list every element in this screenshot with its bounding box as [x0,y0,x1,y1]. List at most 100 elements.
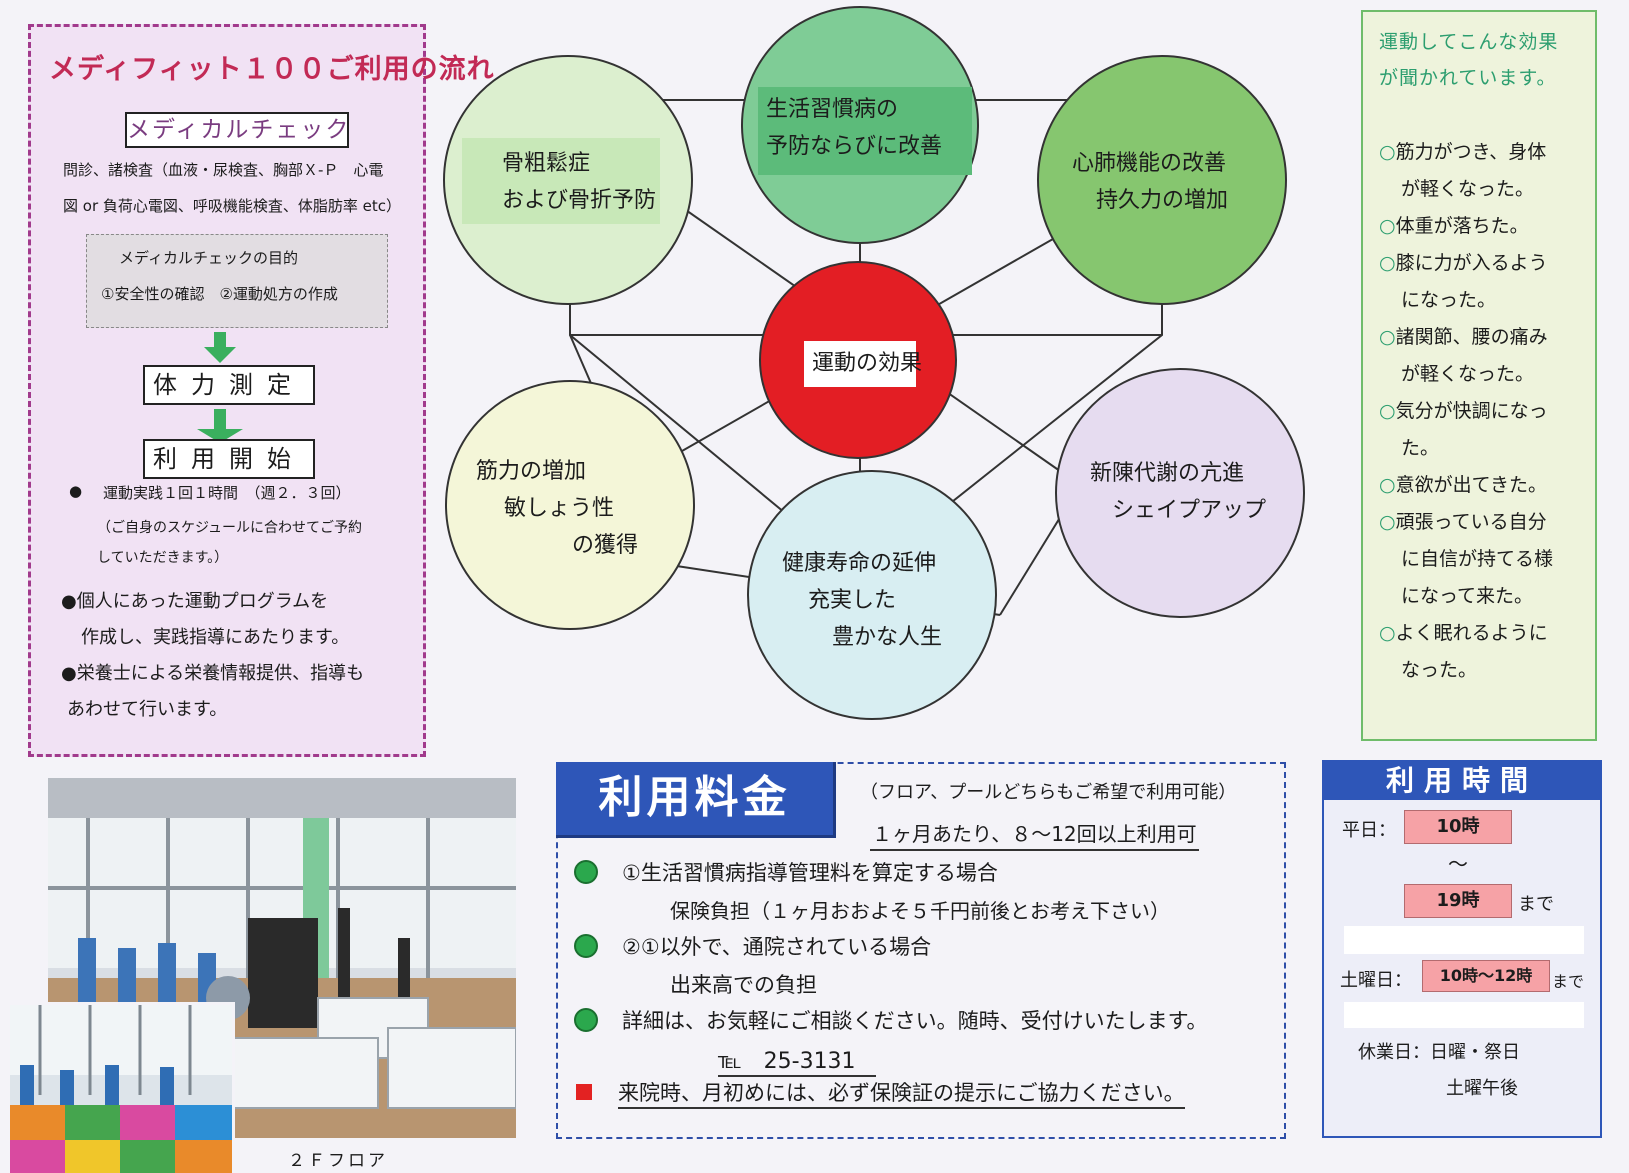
circle-bullet-icon: ○ [1379,141,1396,163]
reported-effects-title-line2: が聞かれています。 [1379,67,1557,89]
training-room-illustration [10,1005,232,1173]
reported-effect-text: よく眠れるように [1395,622,1548,644]
effect-strength-line2: 敏しょう性 [504,496,615,521]
effect-lifestyle-line2: 予防ならびに改善 [766,134,943,159]
usage-hours-title: 利用時間 [1324,762,1600,800]
practice-note-1: （ご自身のスケジュールに合わせてご予約 [97,520,363,536]
start-use-label: 利用開始 [143,439,315,479]
fee-consultation-note: 詳細は、お気軽にご相談ください。随時、受付けいたします。 [622,1009,1208,1033]
circle-bullet-icon: ○ [1379,326,1396,348]
fee-frequency: １ヶ月あたり、８～12回以上利用可 [870,818,1199,851]
reported-effect-text: になって来た。 [1401,585,1534,607]
reported-effects-list: ○筋力がつき、身体が軽くなった。○体重が落ちた。○膝に力が入るようになった。○諸… [1379,134,1595,689]
reported-effect-line: になった。 [1379,282,1595,319]
closed-days: 休業日：日曜・祭日 [1358,1042,1520,1063]
reported-effect-line: ○意欲が出てきた。 [1379,467,1595,504]
reported-effect-text: 意欲が出てきた。 [1395,474,1548,496]
photo-caption: ２Ｆフロア [288,1151,388,1171]
reported-effect-text: た。 [1401,437,1440,459]
effect-cardio-line2: 持久力の増加 [1096,188,1229,213]
practice-schedule: 運動実践１回１時間 （週２．３回） [103,484,351,502]
usage-hours-panel: 利用時間 平日： 10時 ～ 19時 まで 土曜日： 10時～12時 まで 休業… [1322,760,1602,1138]
fee-case-1-title: ①生活習慣病指導管理料を算定する場合 [622,861,998,885]
reported-effect-line: ○気分が快調になっ [1379,393,1595,430]
phone-number[interactable]: ℡ 25-3131 [718,1043,876,1077]
reported-effect-line: になって来た。 [1379,578,1595,615]
medical-check-label: メディカルチェック [125,112,349,148]
effect-strength-line3: の獲得 [572,533,639,558]
fee-case-2-detail: 出来高での負担 [670,973,817,997]
weekday-start-time: 10時 [1404,810,1512,844]
reported-effect-line: が軽くなった。 [1379,171,1595,208]
reported-effect-line: ○筋力がつき、身体 [1379,134,1595,171]
usage-flow-panel: メディフィット１００ご利用の流れ メディカルチェック 問診、諸検査（血液・尿検査… [28,24,495,757]
weekday-range-separator: ～ [1448,852,1468,876]
flow-title: メディフィット１００ご利用の流れ [49,54,495,85]
program-note-2: 作成し、実践指導にあたります。 [81,627,350,648]
reported-effects-title-line1: 運動してこんな効果 [1379,31,1559,53]
circle-bullet-icon: ○ [1379,474,1396,496]
circle-bullet-icon: ○ [1379,400,1396,422]
fee-availability-note: （フロア、プールどちらもご希望で利用可能） [860,782,1237,803]
insurance-card-note: 来院時、月初めには、必ず保険証の提示にご協力ください。 [618,1077,1185,1109]
circle-bullet-icon: ○ [1379,215,1396,237]
reported-effect-text: になった。 [1401,289,1497,311]
reported-effect-text: なった。 [1401,659,1478,681]
effect-circle-cardiopulmonary [1037,55,1287,305]
fitness-test-label: 体力測定 [143,365,315,405]
effect-center-label: 運動の効果 [812,351,923,376]
reported-effects-title: 運動してこんな効果 が聞かれています。 [1379,24,1589,96]
red-square-icon [576,1084,592,1100]
green-dot-icon [574,1008,598,1032]
effect-strength-line1: 筋力の増加 [476,459,587,484]
reported-effect-line: が軽くなった。 [1379,356,1595,393]
effect-cardio-line1: 心肺機能の改善 [1072,151,1227,176]
nutrition-note-2: あわせて行います。 [67,699,228,720]
text-highlight [462,138,660,224]
practice-note-2: していただきます。） [97,550,229,566]
arrow-down-icon [214,409,226,431]
reported-effect-text: 諸関節、腰の痛み [1395,326,1548,348]
reported-effect-line: ○膝に力が入るよう [1379,245,1595,282]
effect-osteoporosis-line1: 骨粗鬆症 [502,151,591,176]
reported-effect-line: ○体重が落ちた。 [1379,208,1595,245]
arrow-down-icon [204,347,236,363]
reported-effect-text: に自信が持てる様 [1401,548,1554,570]
exercise-effects-diagram: 生活習慣病の 予防ならびに改善 骨粗鬆症 および骨折予防 心肺機能の改善 持久力… [440,5,1320,725]
reported-effect-text: 膝に力が入るよう [1395,252,1548,274]
reported-effect-text: 気分が快調になっ [1395,400,1548,422]
usage-fee-panel: 利用料金 （フロア、プールどちらもご希望で利用可能） １ヶ月あたり、８～12回以… [556,762,1286,1139]
saturday-label: 土曜日： [1340,970,1412,991]
weekday-end-time: 19時 [1404,884,1512,918]
reported-effect-line: た。 [1379,430,1595,467]
saturday-until: まで [1552,972,1585,991]
weekday-until: まで [1518,894,1554,915]
green-dot-icon [574,860,598,884]
diagram-graphic [443,6,1305,720]
circle-bullet-icon: ○ [1379,252,1396,274]
medical-check-purpose-box: メディカルチェックの目的 ①安全性の確認 ②運動処方の作成 [86,234,388,328]
reported-effect-line: ○頑張っている自分 [1379,504,1595,541]
purpose-title: メディカルチェックの目的 [119,249,298,267]
weekday-label: 平日： [1342,820,1396,841]
green-dot-icon [574,934,598,958]
effect-metabolism-line1: 新陳代謝の亢進 [1090,461,1245,486]
effect-healthy-life-line2: 充実した [808,588,897,613]
reported-effect-line: ○諸関節、腰の痛み [1379,319,1595,356]
reported-effect-text: 体重が落ちた。 [1395,215,1529,237]
blank-row [1344,1002,1584,1028]
program-note-1: ●個人にあった運動プログラムを [61,591,329,612]
circle-bullet-icon: ○ [1379,622,1396,644]
circle-bullet-icon: ○ [1379,511,1396,533]
reported-effect-text: 頑張っている自分 [1395,511,1547,533]
purpose-items: ①安全性の確認 ②運動処方の作成 [101,285,338,303]
effect-osteoporosis-line2: および骨折予防 [502,188,657,213]
effect-healthy-life-line1: 健康寿命の延伸 [782,551,937,576]
saturday-hours: 10時～12時 [1422,960,1550,992]
effect-metabolism-line2: シェイプアップ [1112,498,1267,523]
reported-effect-line: なった。 [1379,652,1595,689]
closed-saturday-afternoon: 土曜午後 [1446,1078,1518,1099]
usage-fee-title: 利用料金 [556,762,836,838]
text-highlight [804,341,916,387]
fee-case-1-detail: 保険負担（１ヶ月おおよそ５千円前後とお考え下さい） [670,899,1170,923]
